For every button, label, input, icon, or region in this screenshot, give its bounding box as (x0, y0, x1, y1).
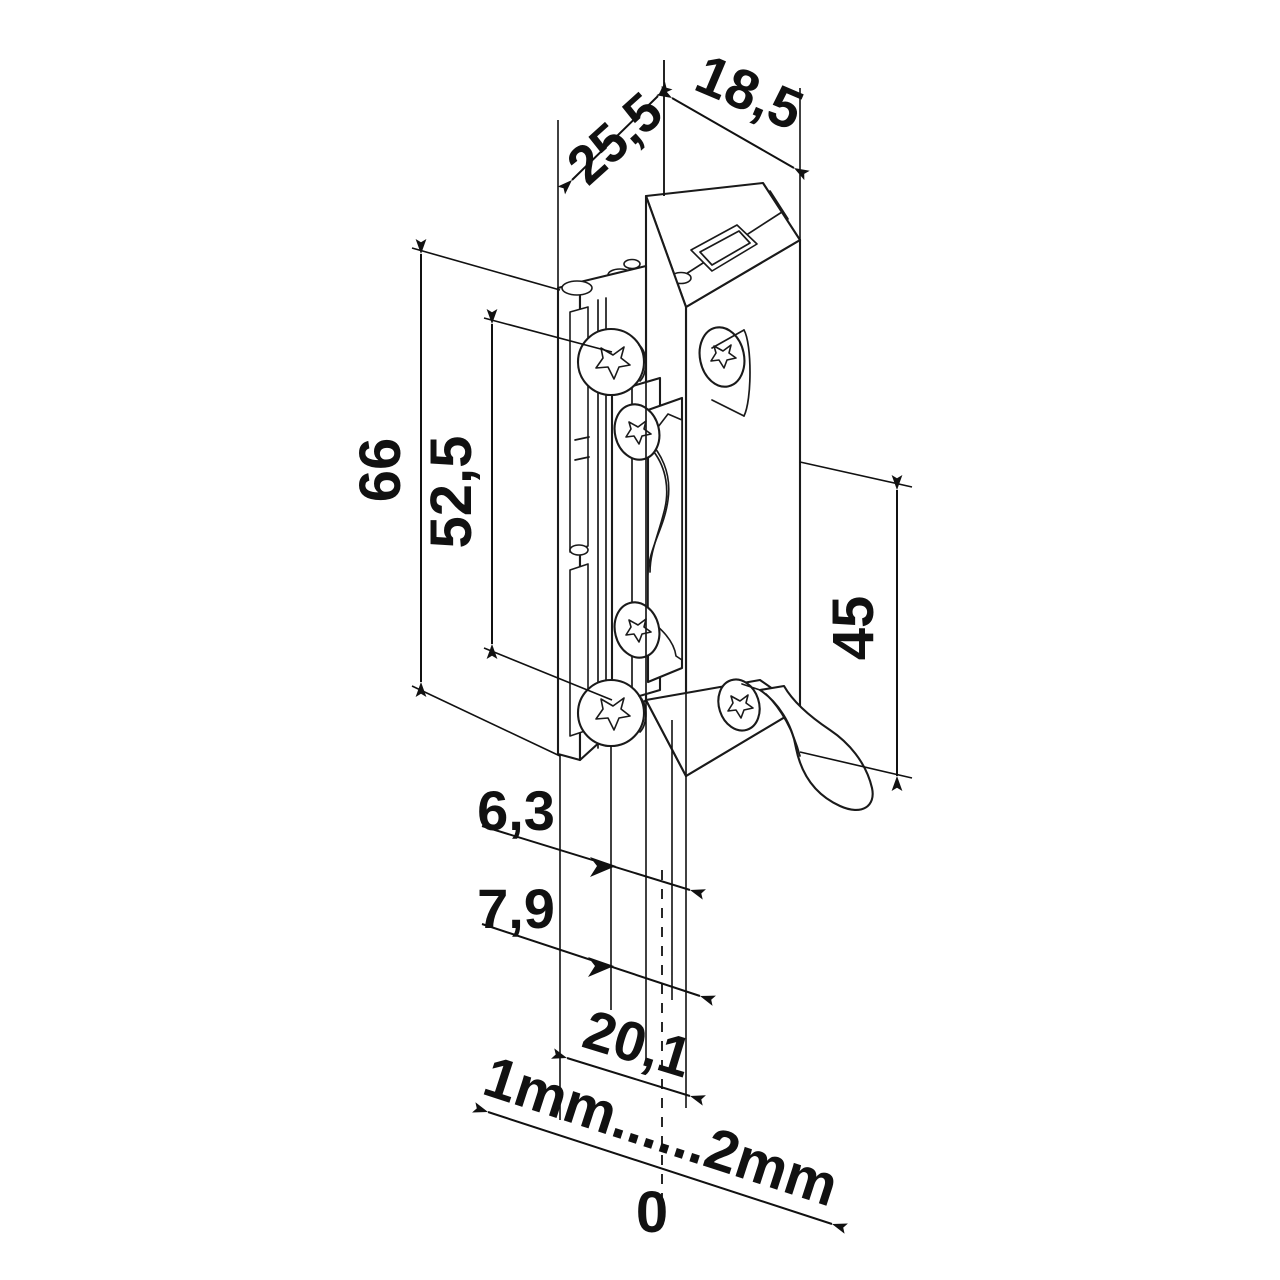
screw-side-upper (698, 326, 751, 417)
dimension-label-6-3: 6,3 (477, 779, 555, 842)
screw-top (576, 327, 647, 397)
dimension-height-66: 66 (348, 239, 561, 757)
dimension-label-18-5: 18,5 (687, 42, 812, 143)
dimension-height-52-5: 52,5 (419, 309, 613, 701)
screw-bottom (576, 678, 647, 748)
door-strike-body (556, 181, 874, 811)
dimension-offset-7-9: 7,9 (477, 877, 716, 1006)
dimension-height-45: 45 (799, 461, 913, 791)
scale-origin-label: 0 (636, 1180, 668, 1245)
latch-pivot-upper (613, 403, 661, 461)
dimension-label-45: 45 (821, 596, 886, 661)
dimension-label-52-5: 52,5 (419, 436, 484, 549)
lever-pivot-screw (717, 678, 761, 732)
dimension-label-7-9: 7,9 (477, 877, 555, 940)
dimension-offset-6-3: 6,3 (477, 779, 706, 900)
latch-pivot-lower (613, 601, 661, 659)
dimension-label-66: 66 (348, 438, 413, 503)
latch-striker (646, 396, 684, 684)
release-lever (758, 684, 874, 811)
